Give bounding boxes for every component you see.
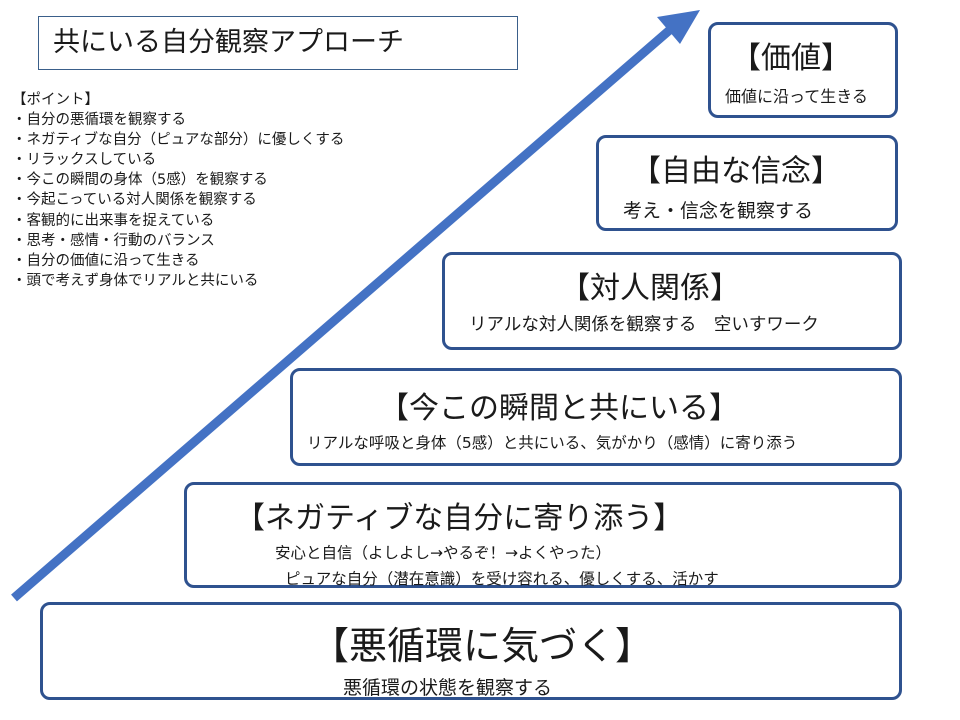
points-heading: 【ポイント】 — [12, 92, 99, 108]
point-item: 今この瞬間の身体（5感）を観察する — [12, 170, 452, 190]
step-title: 【悪循環に気づく】 — [311, 624, 654, 668]
point-item: 自分の悪循環を観察する — [12, 110, 452, 130]
step-title: 【価値】 — [731, 41, 851, 76]
point-item: 自分の価値に沿って生きる — [12, 251, 452, 271]
step-present-moment: 【今この瞬間と共にいる】 リアルな呼吸と身体（5感）と共にいる、気がかり（感情）… — [290, 368, 902, 466]
step-relationships: 【対人関係】 リアルな対人関係を観察する 空いすワーク — [442, 252, 902, 350]
step-description: リアルな呼吸と身体（5感）と共にいる、気がかり（感情）に寄り添う — [307, 434, 798, 452]
point-item: 今起こっている対人関係を観察する — [12, 190, 452, 210]
point-item: 頭で考えず身体でリアルと共にいる — [12, 271, 452, 291]
step-description: 悪循環の状態を観察する — [343, 677, 553, 699]
point-item: リラックスしている — [12, 150, 452, 170]
step-negative-self: 【ネガティブな自分に寄り添う】 安心と自信（よしよし→やるぞ！→よくやった） ピ… — [184, 482, 902, 588]
step-description: リアルな対人関係を観察する 空いすワーク — [469, 315, 819, 335]
point-item: 客観的に出来事を捉えている — [12, 211, 452, 231]
points-list: 【ポイント】 自分の悪循環を観察する ネガティブな自分（ピュアな部分）に優しくす… — [12, 90, 452, 291]
arrow-head — [657, 10, 700, 44]
arrow-shaft — [11, 24, 675, 602]
step-description: 安心と自信（よしよし→やるぞ！→よくやった） — [275, 544, 611, 562]
point-item: 思考・感情・行動のバランス — [12, 231, 452, 251]
diagram-title: 共にいる自分観察アプローチ — [38, 16, 518, 70]
step-title: 【ネガティブな自分に寄り添う】 — [235, 501, 684, 536]
step-free-belief: 【自由な信念】 考え・信念を観察する — [596, 135, 898, 231]
step-title: 【対人関係】 — [560, 271, 740, 306]
step-title: 【自由な信念】 — [631, 154, 841, 189]
step-title: 【今この瞬間と共にいる】 — [379, 391, 739, 426]
step-description-2: ピュアな自分（潜在意識）を受け容れる、優しくする、活かす — [285, 570, 719, 588]
point-item: ネガティブな自分（ピュアな部分）に優しくする — [12, 130, 452, 150]
step-description: 価値に沿って生きる — [725, 87, 868, 106]
step-description: 考え・信念を観察する — [623, 200, 814, 222]
step-vicious-cycle: 【悪循環に気づく】 悪循環の状態を観察する — [40, 602, 902, 700]
step-value: 【価値】 価値に沿って生きる — [708, 22, 898, 118]
